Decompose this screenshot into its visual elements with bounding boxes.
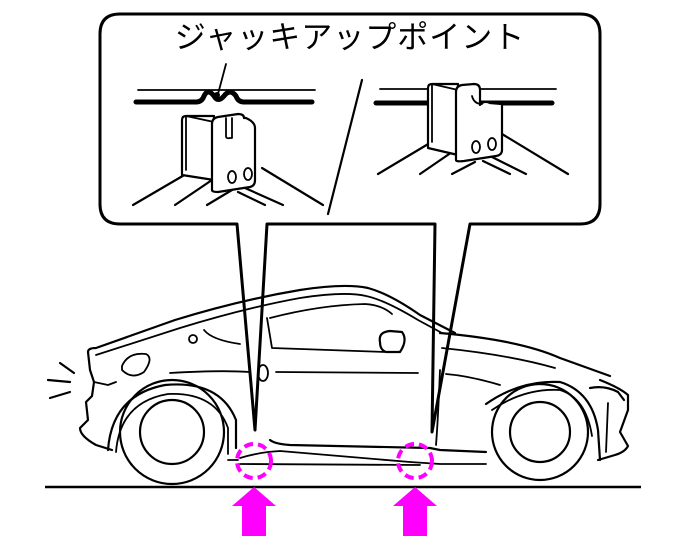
front-jack-point <box>393 442 437 536</box>
rear-jack-arrow-icon <box>232 487 276 536</box>
rear-jack-point-detail <box>131 63 325 207</box>
panel-divider <box>326 78 364 216</box>
front-jack-arrow-icon <box>393 487 437 536</box>
front-jack-point-detail <box>373 82 570 176</box>
car-side-view <box>46 284 630 486</box>
front-jack-point-marker <box>396 442 434 480</box>
rear-jack-point-marker <box>235 442 273 480</box>
rear-jack-point <box>232 442 276 536</box>
callout-box <box>98 12 602 434</box>
callout-title: ジャッキアップポイント <box>174 20 526 56</box>
